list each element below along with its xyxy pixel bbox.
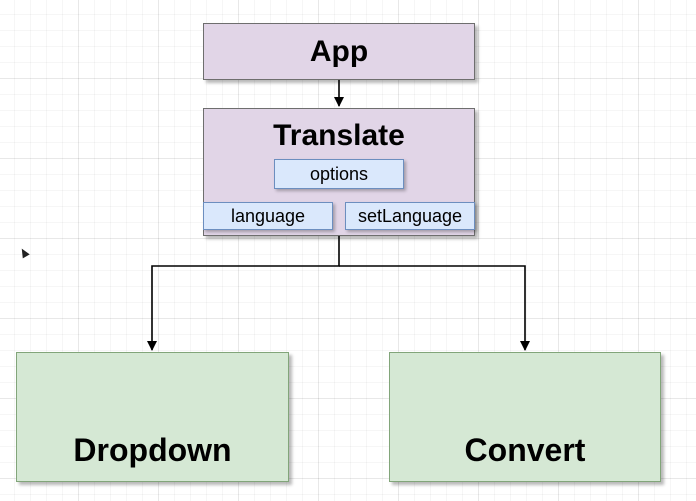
- dropdown-node[interactable]: Dropdown: [16, 352, 289, 482]
- dropdown-node-label: Dropdown: [73, 432, 232, 468]
- options-prop[interactable]: options: [274, 159, 404, 189]
- connector-translate-to-dropdown: [147, 236, 340, 351]
- convert-node-label: Convert: [464, 432, 586, 468]
- translate-node-label: Translate: [273, 119, 405, 152]
- connector-translate-to-convert: [339, 265, 530, 351]
- app-node[interactable]: App: [203, 23, 475, 80]
- app-node-label: App: [309, 34, 369, 68]
- language-prop[interactable]: language: [203, 202, 333, 230]
- translate-node[interactable]: Translate options language setLanguage: [203, 108, 475, 236]
- convert-node[interactable]: Convert: [389, 352, 661, 482]
- set-language-prop[interactable]: setLanguage: [345, 202, 475, 230]
